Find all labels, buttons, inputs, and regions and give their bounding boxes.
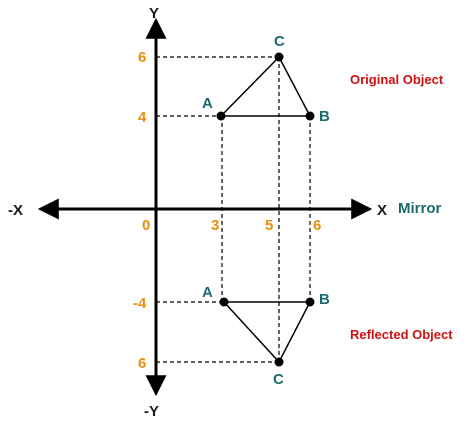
tick-y-6-top: 6 [138,49,146,66]
tick-y-4-top: 4 [138,109,147,126]
tick-y-minus-4: -4 [133,295,147,312]
y-axis-negative-label: -Y [144,403,159,420]
original-point-b [305,111,315,121]
reflected-point-c [274,357,284,367]
tick-origin: 0 [142,217,150,234]
reflected-triangle [222,301,312,364]
reflected-label-c: C [273,371,284,388]
y-axis-positive-label: Y [149,5,159,22]
reflected-point-b [305,297,315,307]
reflected-point-a [219,297,229,307]
tick-x-3: 3 [211,217,219,234]
original-label-b: B [319,108,330,125]
tick-y-6-bottom: 6 [138,355,146,372]
tick-x-5: 5 [265,217,273,234]
tick-x-6: 6 [313,217,321,234]
x-axis-negative-label: -X [8,202,23,219]
original-point-c [274,52,284,62]
x-axis-positive-label: X [377,202,387,219]
reflected-label-a: A [202,284,213,301]
original-label-c: C [274,33,285,50]
reflected-label-b: B [319,291,330,308]
mirror-label: Mirror [398,200,442,217]
original-label-a: A [202,95,213,112]
original-triangle [219,55,312,117]
original-object-caption: Original Object [350,72,444,87]
reflected-object-caption: Reflected Object [350,327,453,342]
original-point-a [216,111,226,121]
